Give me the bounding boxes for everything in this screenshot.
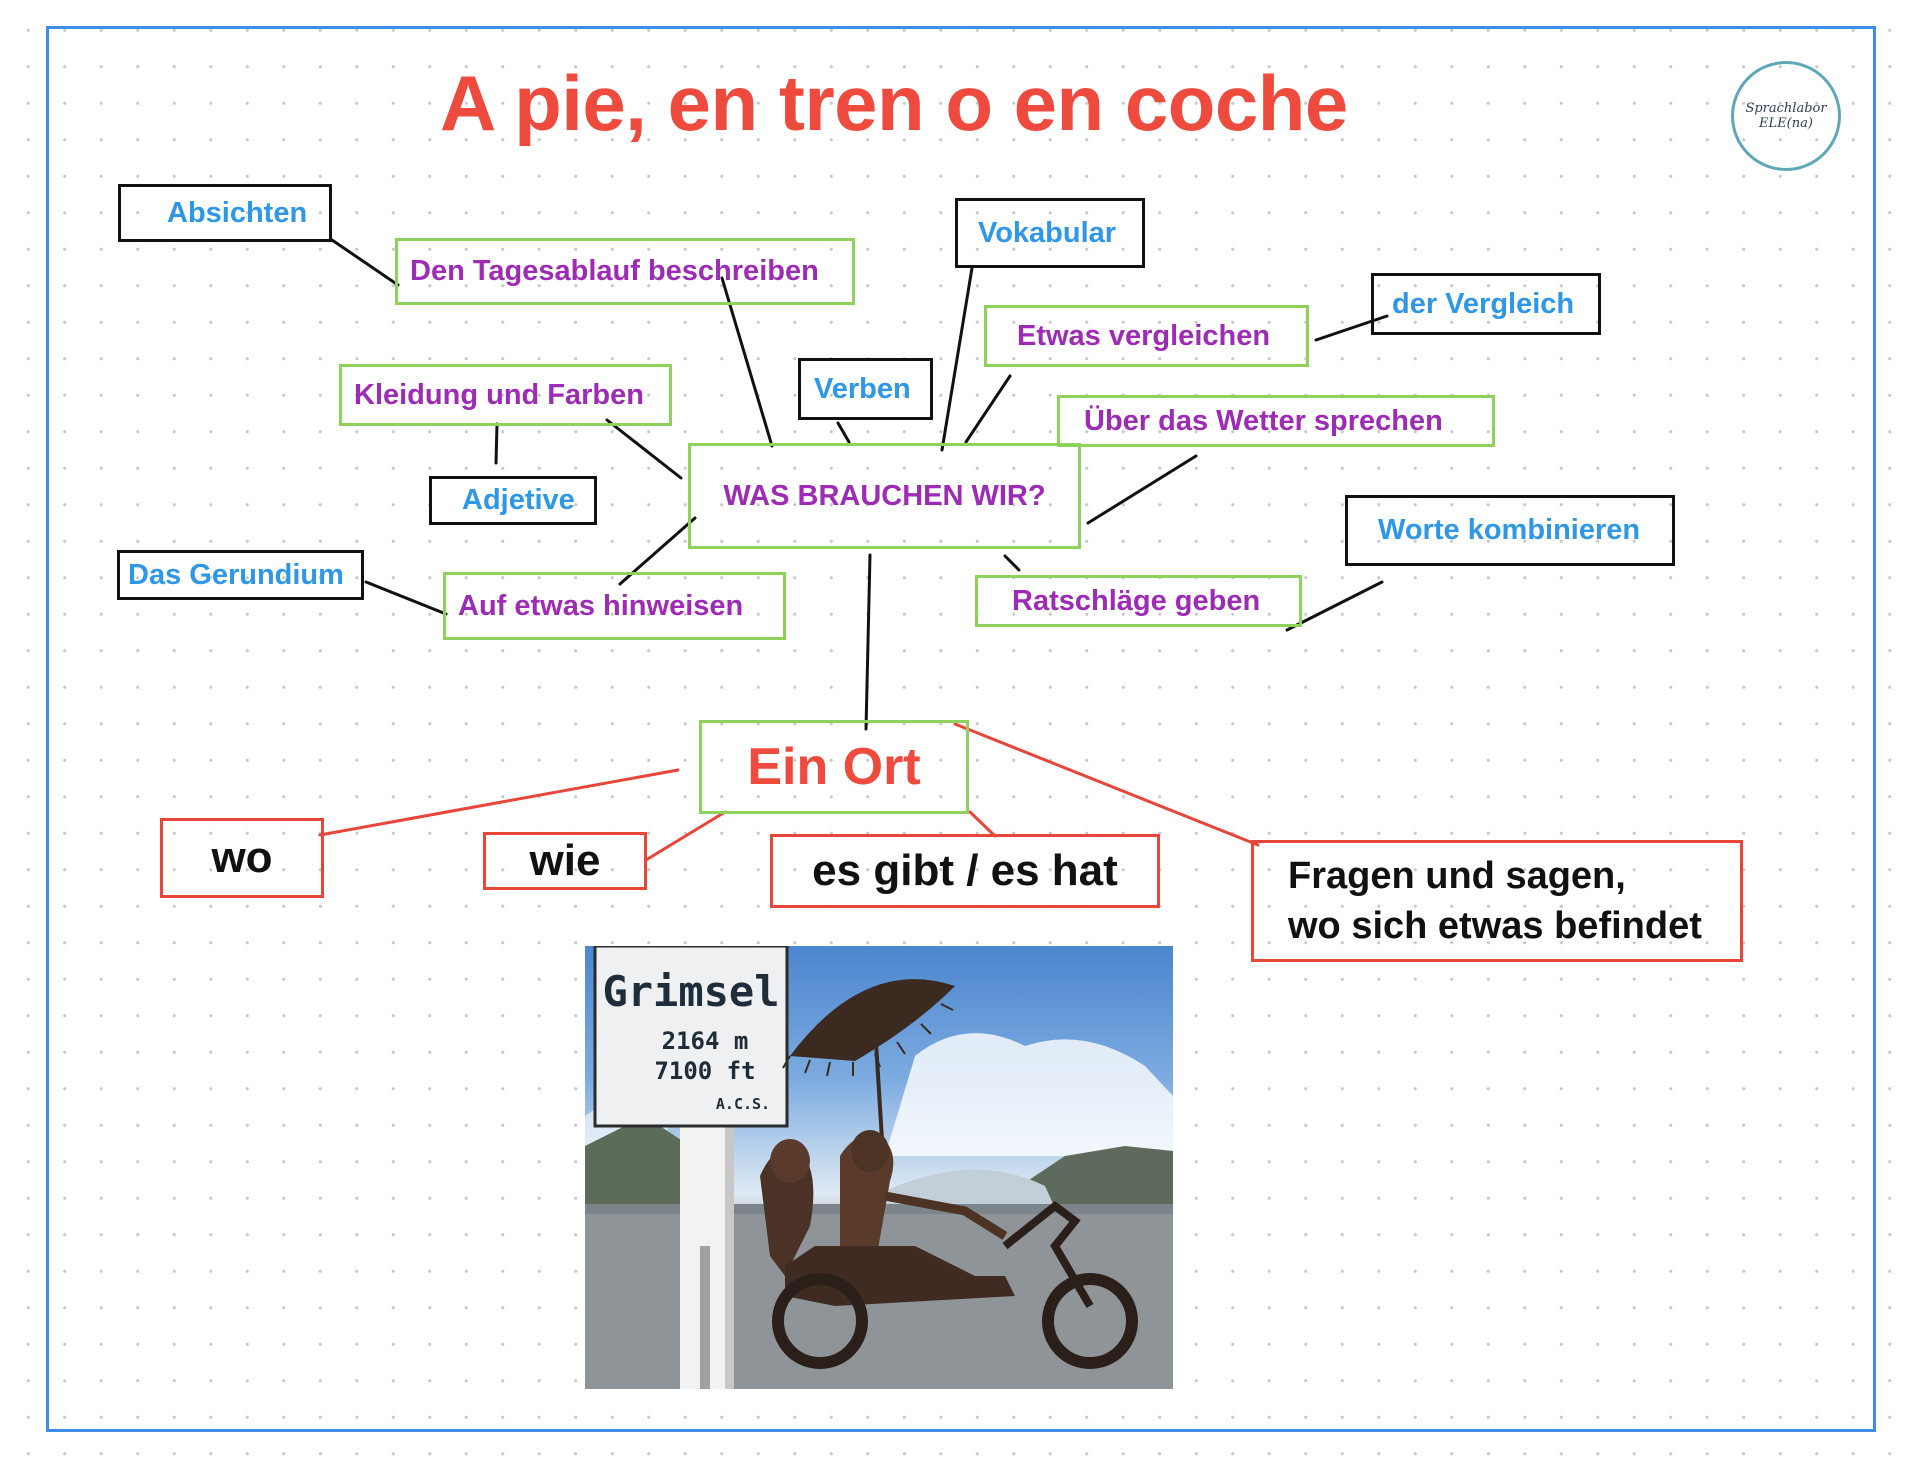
line-verben-center [836, 421, 851, 444]
node-der-vergleich-label: der Vergleich [1392, 287, 1575, 320]
line-wetter-center [1086, 454, 1198, 525]
line-kleidung-center [605, 418, 683, 480]
logo-line-2: ELE(na) [1759, 116, 1813, 131]
line-tagesablauf-center [720, 276, 774, 448]
node-vokabular[interactable]: Vokabular [955, 198, 1145, 268]
node-wetter[interactable]: Über das Wetter sprechen [1057, 395, 1495, 447]
node-worte-kombinieren[interactable]: Worte kombinieren [1345, 495, 1675, 566]
grimsel-photo: Grimsel 2164 m 7100 ft A.C.S. [585, 946, 1173, 1389]
node-adjetive[interactable]: Adjetive [429, 476, 597, 525]
line-center-ort [864, 553, 872, 731]
node-absichten[interactable]: Absichten [118, 184, 332, 242]
node-was-brauchen-wir[interactable]: WAS BRAUCHEN WIR? [688, 443, 1081, 549]
node-worte-kombinieren-label: Worte kombinieren [1378, 514, 1641, 546]
node-der-vergleich[interactable]: der Vergleich [1371, 273, 1601, 335]
node-wo[interactable]: wo [160, 818, 324, 898]
line-gerundium-hinweisen [364, 580, 448, 616]
node-das-gerundium[interactable]: Das Gerundium [117, 550, 364, 600]
sign-meters: 2164 m [662, 1027, 749, 1055]
line-vergleichen-center [964, 374, 1012, 444]
node-fragen-line-2: wo sich etwas befindet [1288, 905, 1702, 947]
node-wetter-label: Über das Wetter sprechen [1084, 404, 1443, 437]
node-wie[interactable]: wie [483, 832, 647, 890]
sign-name: Grimsel [602, 967, 779, 1016]
node-fragen-line-1: Fragen und sagen, [1288, 855, 1626, 897]
line-ort-wo [318, 768, 680, 837]
line-vergleich-vergleichen [1314, 314, 1389, 342]
page-title: A pie, en tren o en coche [440, 59, 1348, 147]
node-verben[interactable]: Verben [798, 358, 933, 420]
node-was-brauchen-wir-label: WAS BRAUCHEN WIR? [723, 479, 1046, 512]
line-ort-wie [644, 810, 727, 862]
node-ein-ort-label: Ein Ort [747, 738, 921, 796]
node-wie-label: wie [529, 836, 601, 885]
node-auf-etwas-hinweisen-label: Auf etwas hinweisen [458, 589, 744, 622]
node-kleidung-farben[interactable]: Kleidung und Farben [339, 364, 672, 426]
line-center-ratschlaege [1003, 554, 1021, 572]
line-absichten-tagesablauf [330, 238, 400, 287]
node-ratschlaege-geben[interactable]: Ratschläge geben [975, 575, 1302, 627]
line-ratschlaege-worte [1285, 580, 1384, 632]
node-wo-label: wo [211, 833, 273, 882]
canvas-frame [46, 26, 1876, 1432]
logo-line-1: Sprachlabor [1745, 101, 1827, 116]
node-absichten-label: Absichten [167, 196, 308, 229]
node-es-gibt-es-hat-label: es gibt / es hat [812, 846, 1118, 895]
node-auf-etwas-hinweisen[interactable]: Auf etwas hinweisen [443, 572, 786, 640]
node-adjetive-label: Adjetive [462, 484, 575, 516]
node-verben-label: Verben [814, 372, 911, 405]
node-das-gerundium-label: Das Gerundium [128, 558, 344, 591]
sign-feet: 7100 ft [654, 1057, 755, 1085]
line-kleidung-adjetive [494, 422, 499, 465]
logo-badge: Sprachlabor ELE(na) [1731, 61, 1841, 171]
line-ort-esgibt [968, 810, 997, 838]
node-etwas-vergleichen-label: Etwas vergleichen [1017, 319, 1271, 352]
node-es-gibt-es-hat[interactable]: es gibt / es hat [770, 834, 1160, 908]
node-kleidung-farben-label: Kleidung und Farben [354, 378, 644, 411]
line-ort-fragen [953, 722, 1260, 847]
node-ein-ort[interactable]: Ein Ort [699, 720, 969, 814]
line-vokabular-center [940, 266, 974, 452]
node-tagesablauf[interactable]: Den Tagesablauf beschreiben [395, 238, 855, 305]
grimsel-photo-illustration: Grimsel 2164 m 7100 ft A.C.S. [585, 946, 1173, 1389]
sign-org: A.C.S. [716, 1095, 770, 1113]
node-ratschlaege-geben-label: Ratschläge geben [1012, 584, 1261, 617]
node-etwas-vergleichen[interactable]: Etwas vergleichen [984, 305, 1309, 367]
node-vokabular-label: Vokabular [978, 216, 1117, 249]
node-fragen-und-sagen[interactable]: Fragen und sagen, wo sich etwas befindet [1251, 840, 1743, 962]
node-tagesablauf-label: Den Tagesablauf beschreiben [410, 255, 819, 287]
